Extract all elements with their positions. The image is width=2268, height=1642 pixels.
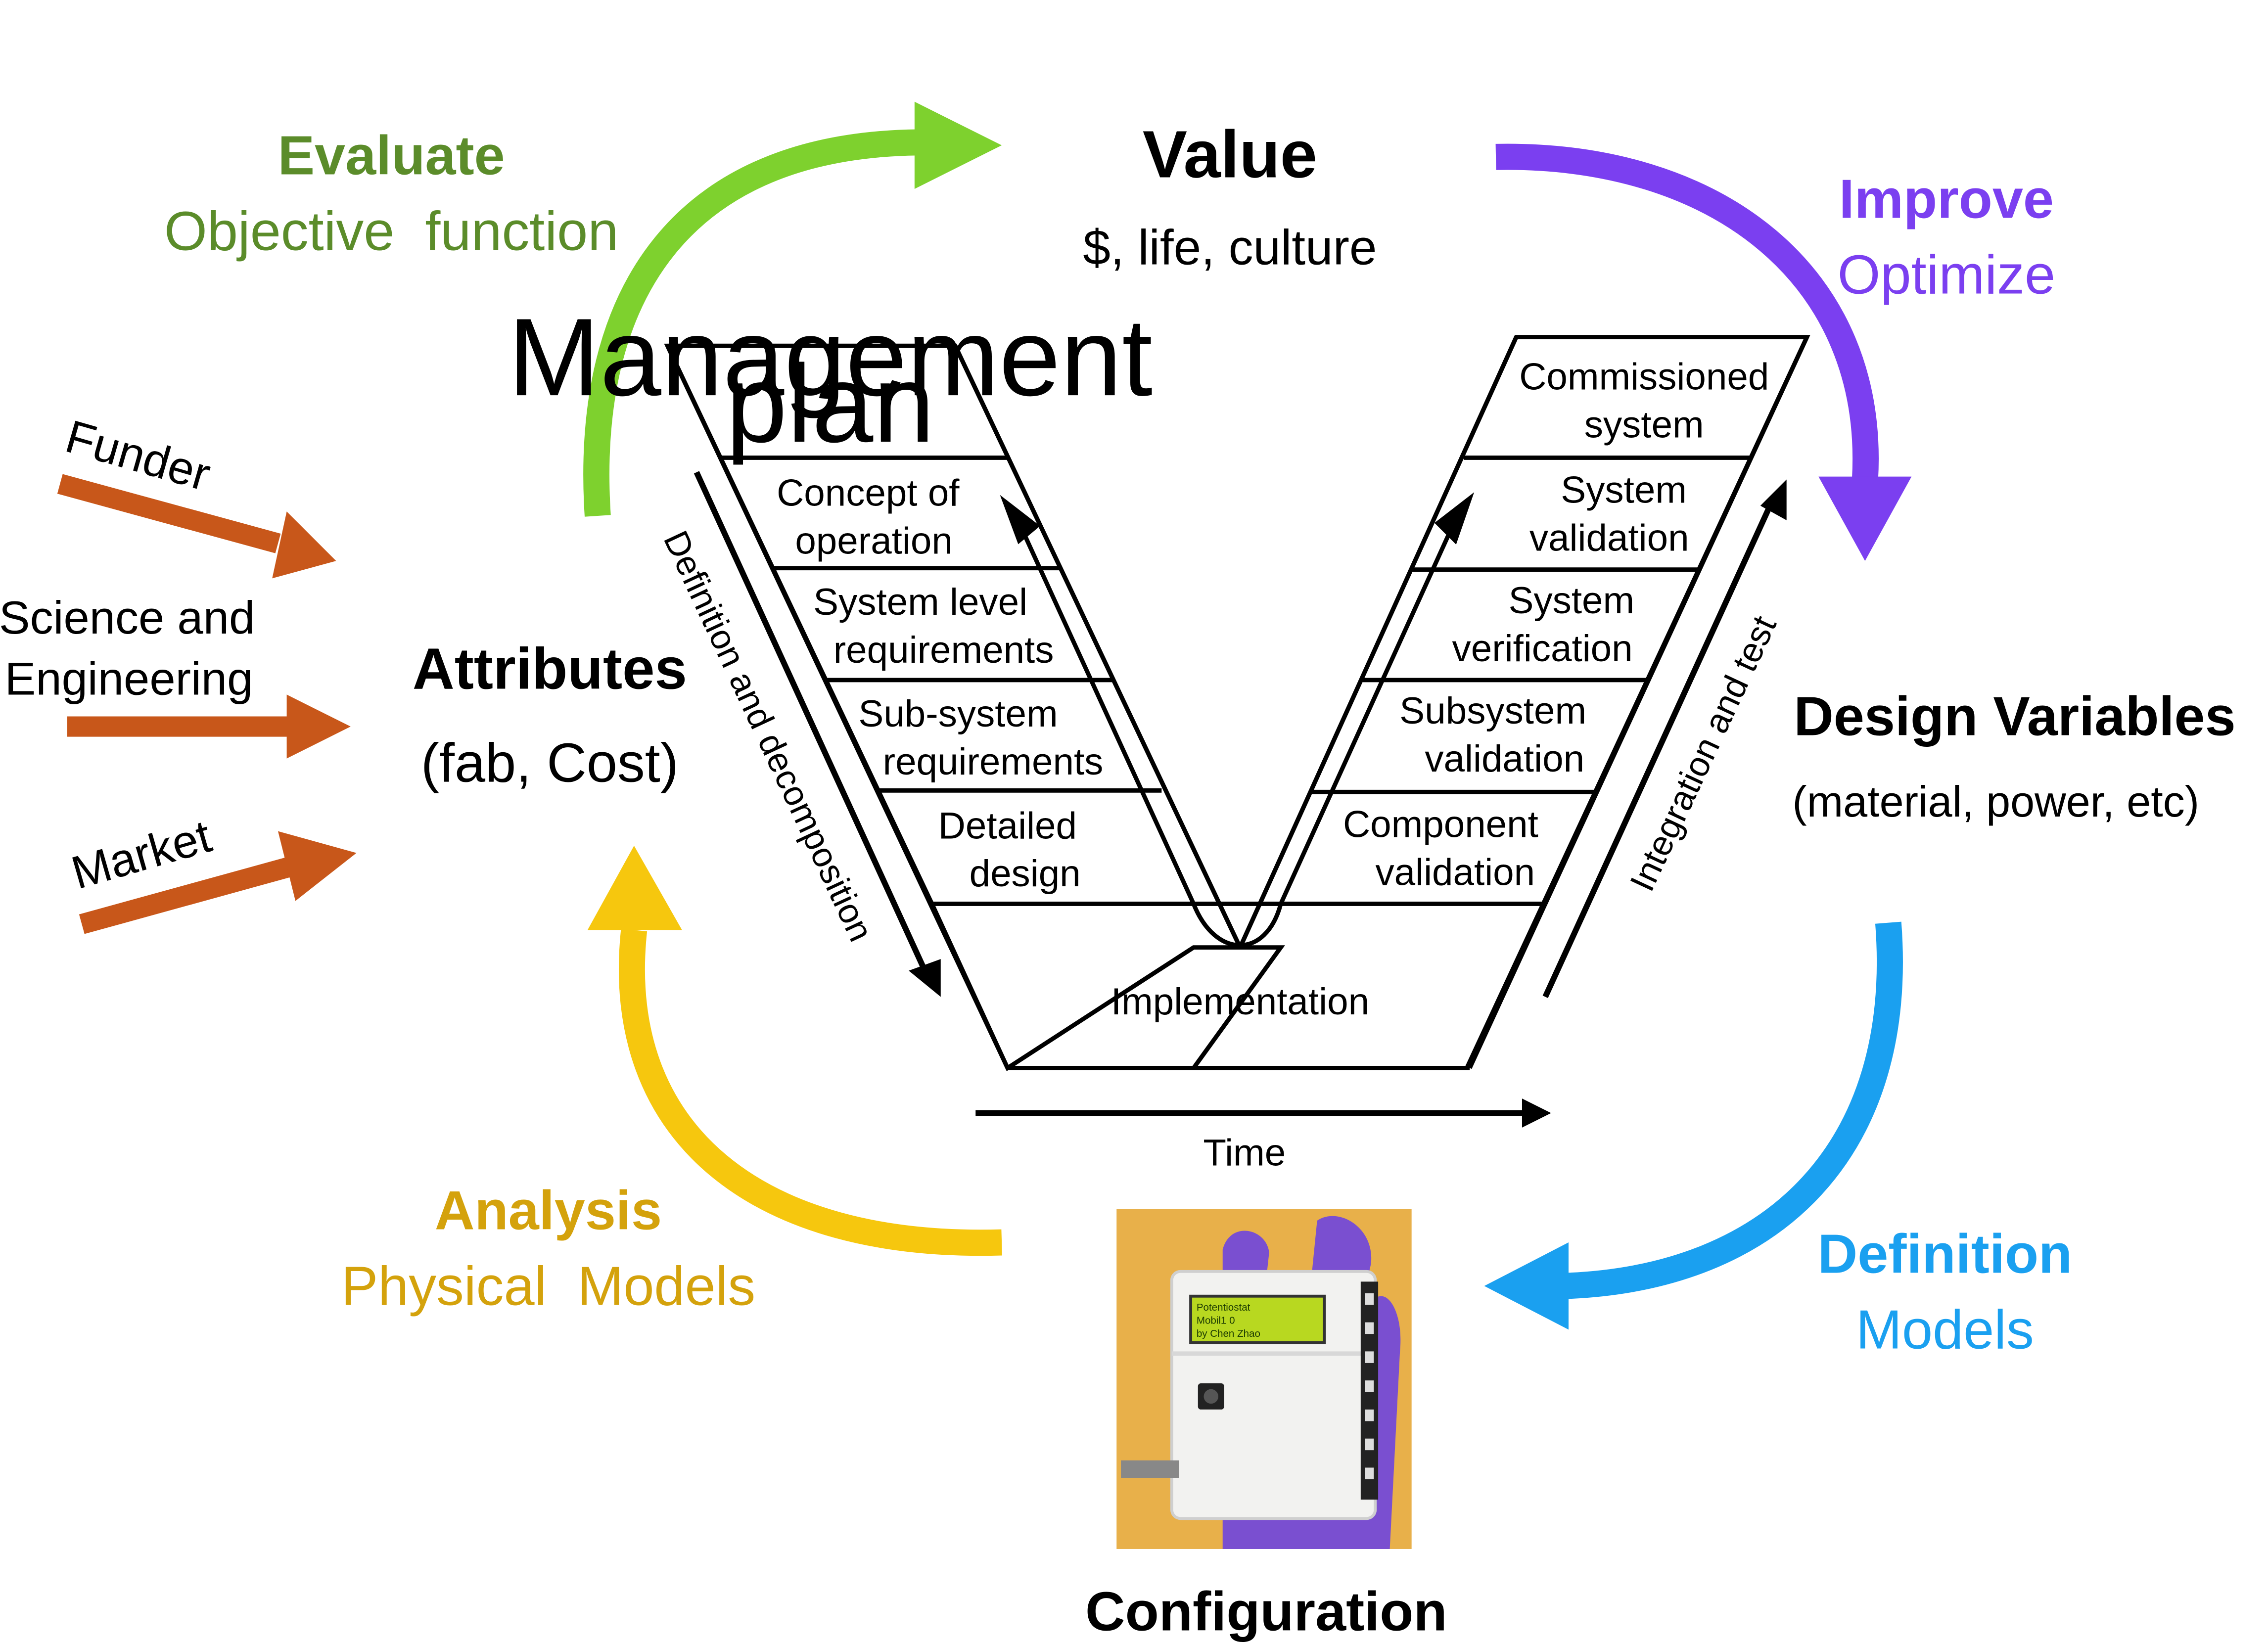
evaluate-arrow [583,101,1002,517]
right-item-0-line2: system [1584,404,1704,446]
left-item-1-line2: operation [795,520,952,562]
science-input-arrow [67,694,351,759]
right-item-1-line2: validation [1529,517,1689,559]
right-item-4-line1: Component [1343,803,1538,845]
left-item-2-line2: requirements [833,629,1054,671]
v-left-grid [665,343,1242,949]
device-screen [1189,1294,1326,1344]
v-flow-arrow [1000,492,1475,948]
analysis-arrow [587,845,1002,1256]
design-variables-title: Design Variables [1794,685,2235,747]
left-item-0-line2: plan [726,342,934,465]
right-item-2-line2: verification [1452,628,1633,670]
v-right-grid [1238,335,1809,949]
v-right-labels: Commissioned system System validation Sy… [1343,356,1769,893]
left-item-2-line1: System level [813,581,1027,623]
device-photo: Potentiostat Mobil1 0 by Chen Zhao [1116,1209,1412,1549]
analysis-title: Analysis [435,1180,662,1241]
right-item-4-line2: validation [1375,851,1535,893]
market-input-arrow [79,831,357,934]
definition-title: Definition [1818,1223,2073,1285]
funder-input-arrow [57,474,336,579]
attributes-subtitle: (fab, Cost) [421,732,679,794]
decomposition-arrow [694,471,941,997]
time-arrow [975,1098,1551,1128]
improve-arrow [1495,143,1912,561]
science-label-line1: Science and [0,592,255,643]
evaluate-title: Evaluate [278,125,505,186]
implementation-label: Implementation [1111,981,1369,1023]
left-item-3-line1: Sub-system [858,693,1058,735]
definition-subtitle: Models [1856,1299,2034,1361]
right-item-3-line2: validation [1425,738,1584,780]
science-label-line2: Engineering [5,652,253,704]
v-left-labels: Management plan Concept of operation Sys… [508,296,1153,895]
integration-arrow [1542,479,1787,998]
value-subtitle: $, life, culture [1083,221,1377,275]
analysis-subtitle: Physical Models [341,1255,756,1317]
evaluate-subtitle: Objective function [164,200,618,262]
device-screen-line3: by Chen Zhao [1197,1328,1260,1339]
value-title: Value [1143,117,1317,191]
left-item-3-line2: requirements [883,741,1104,783]
left-item-4-line2: design [970,853,1081,895]
configuration-title: Configuration [1085,1580,1447,1642]
improve-subtitle: Optimize [1838,243,2055,305]
left-item-0-line1: Management [508,296,1153,419]
right-item-1-line1: System [1561,469,1687,511]
attributes-title: Attributes [413,637,687,701]
left-item-4-line1: Detailed [938,805,1077,847]
design-variables-subtitle: (material, power, etc) [1792,777,2199,826]
device-screen-line1: Potentiostat [1197,1302,1250,1313]
right-item-0-line1: Commissioned [1519,356,1769,398]
time-label: Time [1203,1132,1286,1174]
left-item-1-line1: Concept of [777,472,960,514]
definition-arrow [1484,921,1903,1330]
usb-cable [1121,1460,1179,1478]
right-item-2-line1: System [1509,580,1635,622]
right-item-3-line1: Subsystem [1399,690,1586,732]
implementation-box [930,902,1547,1070]
improve-title: Improve [1839,168,2054,230]
device-screen-line2: Mobil1 0 [1197,1315,1235,1326]
